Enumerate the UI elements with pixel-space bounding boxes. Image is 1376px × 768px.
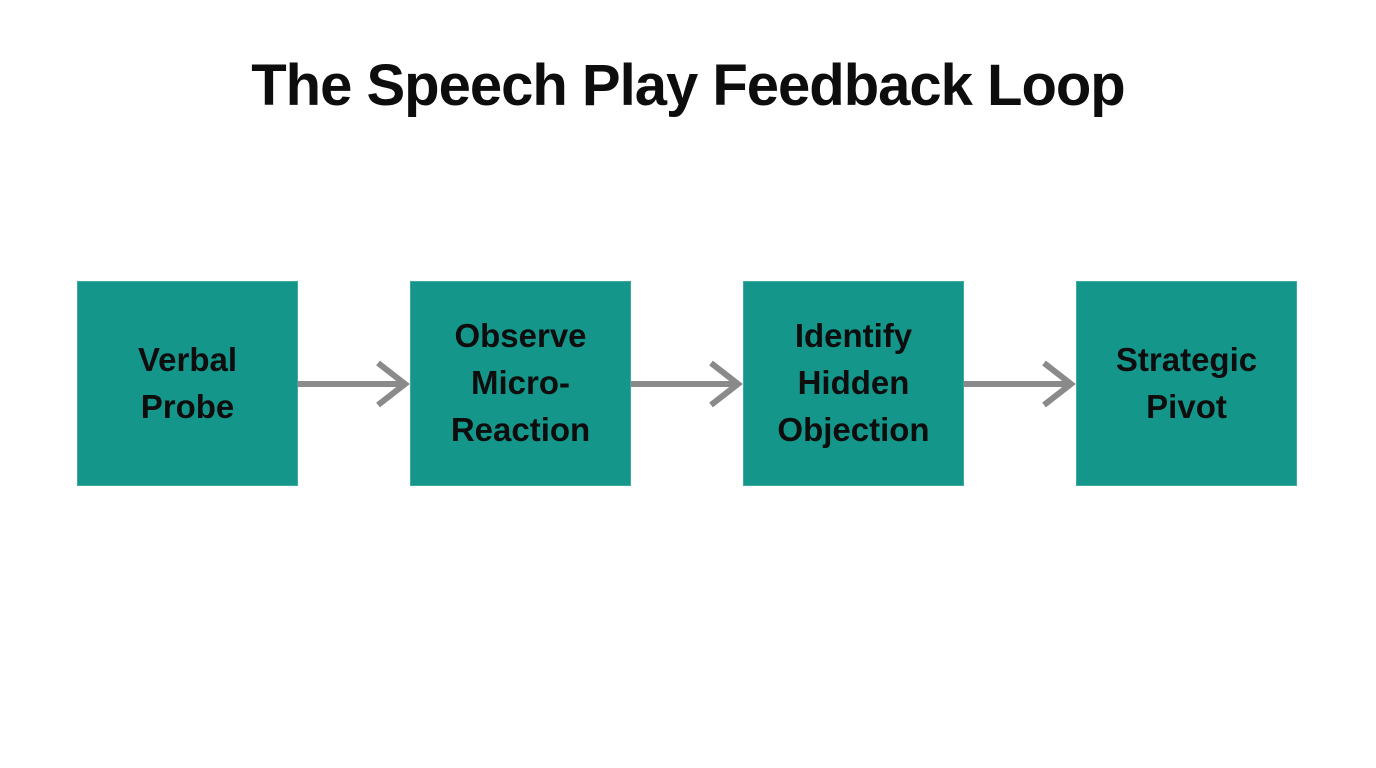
flow-row: Verbal Probe Observe Micro- Reaction Ide… <box>77 281 1297 486</box>
step-box-strategic-pivot: Strategic Pivot <box>1076 281 1297 486</box>
right-arrow-icon <box>631 360 743 407</box>
right-arrow-icon <box>964 360 1076 407</box>
step-box-observe-micro-reaction: Observe Micro- Reaction <box>410 281 631 486</box>
step-box-verbal-probe: Verbal Probe <box>77 281 298 486</box>
step-label-identify-hidden-objection: Identify Hidden Objection <box>777 317 930 448</box>
diagram-title: The Speech Play Feedback Loop <box>251 53 1125 118</box>
step-label-strategic-pivot: Strategic Pivot <box>1115 340 1258 425</box>
step-label-observe-micro-reaction: Observe Micro- Reaction <box>450 317 591 448</box>
step-label-verbal-probe: Verbal Probe <box>137 340 238 425</box>
right-arrow-icon <box>298 360 410 407</box>
step-box-identify-hidden-objection: Identify Hidden Objection <box>743 281 964 486</box>
